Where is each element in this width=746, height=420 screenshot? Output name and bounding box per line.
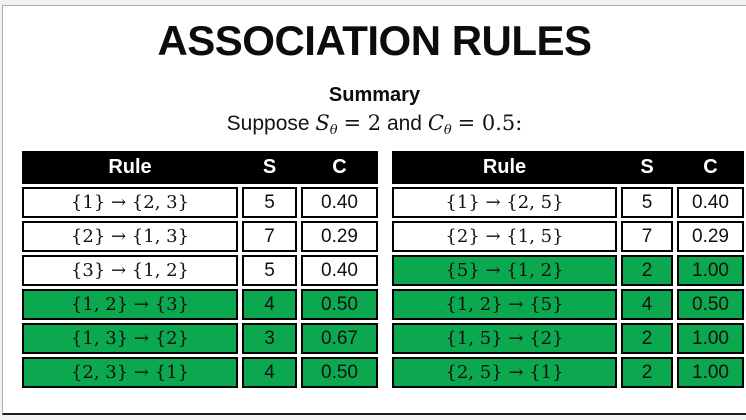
table-row: {1} → {2, 5} 5 0.40 [392, 187, 744, 218]
confidence-threshold-subscript: θ [443, 123, 452, 138]
table-row: {2, 5} → {1} 2 1.00 [392, 357, 744, 388]
rule-cell: {1, 2} → {3} [22, 289, 238, 320]
summary-heading: Summary [328, 84, 421, 106]
support-cell: 4 [242, 289, 297, 320]
confidence-cell: 0.50 [301, 289, 378, 320]
support-cell: 3 [242, 323, 297, 354]
confidence-cell: 0.40 [301, 255, 378, 286]
rule-cell: {2, 3} → {1} [22, 357, 238, 388]
supposition-line: Suppose Sθ = 2 and Cθ = 0.5: [3, 110, 746, 144]
table-row: {1} → {2, 3} 5 0.40 [22, 187, 378, 218]
page-title: ASSOCIATION RULES [157, 17, 592, 64]
confidence-threshold-symbol: C [427, 111, 444, 135]
header-row: Rule S C [392, 151, 744, 184]
confidence-cell: 0.29 [677, 221, 744, 252]
support-cell: 2 [621, 357, 673, 388]
rule-cell: {1} → {2, 3} [22, 187, 238, 218]
rules-table-right: Rule S C {1} → {2, 5} 5 0.40 {2} → {1, 5… [392, 151, 744, 388]
table-row: {1, 2} → {5} 4 0.50 [392, 289, 744, 320]
support-cell: 2 [621, 323, 673, 354]
support-threshold-value: = 2 [343, 111, 382, 135]
rule-cell: {1, 3} → {2} [22, 323, 238, 354]
header-cell-rule: Rule [482, 156, 527, 178]
suppose-prefix: Suppose [226, 112, 310, 135]
header-cell-rule: Rule [108, 156, 152, 178]
rule-cell: {2} → {1, 3} [22, 221, 238, 252]
header-cell-support: S [640, 156, 654, 178]
table-row: {2} → {1, 5} 7 0.29 [392, 221, 744, 252]
table-row: {1, 3} → {2} 3 0.67 [22, 323, 378, 354]
rule-cell: {2} → {1, 5} [392, 221, 617, 252]
support-cell: 7 [621, 221, 673, 252]
header-cell-confidence: C [703, 156, 718, 178]
table-row: {3} → {1, 2} 5 0.40 [22, 255, 378, 286]
header-cell-support: S [262, 156, 277, 178]
confidence-cell: 0.67 [301, 323, 378, 354]
confidence-cell: 0.50 [301, 357, 378, 388]
support-threshold-subscript: θ [329, 123, 338, 138]
slide: ASSOCIATION RULES Summary Suppose Sθ = 2… [2, 5, 746, 415]
confidence-cell: 1.00 [677, 357, 744, 388]
rule-cell: {5} → {1, 2} [392, 255, 617, 286]
support-cell: 5 [242, 255, 297, 286]
support-cell: 5 [621, 187, 673, 218]
table-row: {2, 3} → {1} 4 0.50 [22, 357, 378, 388]
confidence-cell: 0.50 [677, 289, 744, 320]
table-row: {1, 5} → {2} 2 1.00 [392, 323, 744, 354]
table-row: {1, 2} → {3} 4 0.50 [22, 289, 378, 320]
tables-container: Rule S C {1} → {2, 3} 5 0.40 {2} → {1, 3… [22, 151, 744, 388]
table-row: {5} → {1, 2} 2 1.00 [392, 255, 744, 286]
header-row: Rule S C [22, 151, 378, 184]
rule-cell: {3} → {1, 2} [22, 255, 238, 286]
support-cell: 2 [621, 255, 673, 286]
confidence-threshold-value: = 0.5: [457, 111, 523, 135]
header-cell-confidence: C [332, 156, 347, 178]
rule-cell: {1, 2} → {5} [392, 289, 617, 320]
support-threshold-symbol: S [315, 111, 330, 135]
rule-cell: {1, 5} → {2} [392, 323, 617, 354]
rules-table-left: Rule S C {1} → {2, 3} 5 0.40 {2} → {1, 3… [22, 151, 378, 388]
support-cell: 5 [242, 187, 297, 218]
support-cell: 4 [621, 289, 673, 320]
confidence-cell: 1.00 [677, 323, 744, 354]
support-cell: 7 [242, 221, 297, 252]
confidence-cell: 0.40 [677, 187, 744, 218]
confidence-cell: 0.29 [301, 221, 378, 252]
rule-cell: {2, 5} → {1} [392, 357, 617, 388]
table-row: {2} → {1, 3} 7 0.29 [22, 221, 378, 252]
confidence-cell: 1.00 [677, 255, 744, 286]
rule-cell: {1} → {2, 5} [392, 187, 617, 218]
support-cell: 4 [242, 357, 297, 388]
confidence-cell: 0.40 [301, 187, 378, 218]
suppose-conjunction: and [386, 112, 422, 135]
